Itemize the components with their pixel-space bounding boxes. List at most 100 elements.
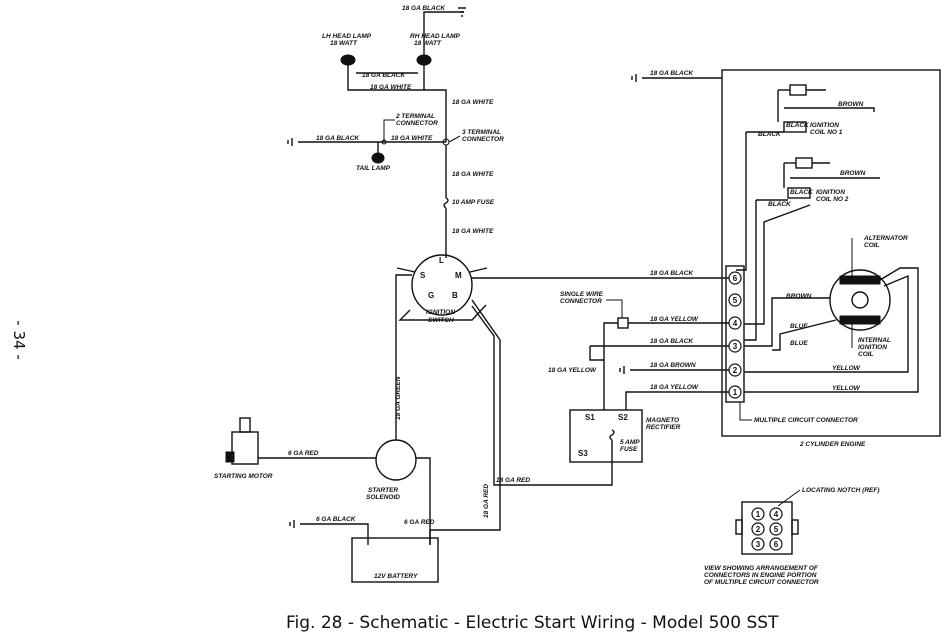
engine-box: 18 GA BLACK 2 CYLINDER ENGINE bbox=[631, 69, 941, 448]
connector-pin-label-4: 4 bbox=[733, 319, 738, 328]
fuse-line: 18 GA WHITE 10 AMP FUSE 18 GA WHITE bbox=[443, 145, 495, 258]
wire-label-top-black: 18 GA BLACK bbox=[402, 5, 446, 12]
multiple-circuit-connector-label: MULTIPLE CIRCUIT CONNECTOR bbox=[754, 417, 858, 424]
fuse-5-amp-label-2: FUSE bbox=[620, 446, 638, 453]
plug-pin-label-6: 6 bbox=[774, 540, 779, 549]
plug-pin-label-1: 1 bbox=[756, 510, 761, 519]
plug-pin-label-4: 4 bbox=[774, 510, 779, 519]
locating-notch-label: LOCATING NOTCH (REF) bbox=[802, 487, 880, 494]
connector-wires: 18 GA BLACK 18 GA BROWN 18 GA YELLOW bbox=[589, 338, 736, 410]
wire-label-yellow-left: 18 GA YELLOW bbox=[548, 367, 597, 374]
switch-terminal-m: M bbox=[455, 271, 462, 280]
connector-pin-5 bbox=[728, 293, 742, 307]
tail-lamp-icon bbox=[371, 152, 385, 164]
starter-solenoid-label: STARTER bbox=[368, 487, 398, 494]
page-number: - 34 - bbox=[10, 320, 28, 359]
rh-head-lamp-label: RH HEAD LAMP bbox=[410, 33, 460, 40]
wire-label-yellow-a: YELLOW bbox=[832, 365, 861, 372]
connector-pin-label-1: 1 bbox=[733, 388, 738, 397]
starter-solenoid-label-2: SOLENOID bbox=[366, 494, 400, 501]
internal-coil-label-2: IGNITION bbox=[858, 344, 887, 351]
plug-pin-5 bbox=[769, 522, 783, 536]
rh-head-lamp-icon bbox=[416, 54, 432, 66]
connector-pin-2 bbox=[728, 363, 742, 377]
battery: 6 GA BLACK 12V BATTERY bbox=[289, 516, 439, 583]
wire-label-brown-2: 18 GA BROWN bbox=[650, 362, 696, 369]
wire-label-black-6: 18 GA BLACK bbox=[650, 270, 694, 277]
wire-label-black-a2: BLACK bbox=[758, 131, 782, 138]
wire-label-red-6: 6 GA RED bbox=[288, 450, 319, 457]
connector-pin-label-5: 5 bbox=[733, 296, 738, 305]
starting-motor-label: STARTING MOTOR bbox=[214, 473, 273, 480]
wire-label-white-3: 18 GA WHITE bbox=[452, 228, 494, 235]
wire-label-engine-black: 18 GA BLACK bbox=[650, 70, 694, 77]
wire-label-tail-black: 18 GA BLACK bbox=[316, 135, 360, 142]
plug-pin-label-3: 3 bbox=[756, 540, 761, 549]
coil-2-label: IGNITION bbox=[816, 189, 845, 196]
rectifier-label: RECTIFIER bbox=[646, 424, 681, 431]
wire-label-blue-b: BLUE bbox=[790, 340, 808, 347]
starter-circuit: STARTING MOTOR 6 GA RED STARTER SOLENOID… bbox=[214, 417, 435, 545]
view-label-1: VIEW SHOWING ARRANGEMENT OF bbox=[704, 565, 819, 572]
view-label-3: OF MULTIPLE CIRCUIT CONNECTOR bbox=[704, 579, 819, 586]
switch-terminal-l: L bbox=[439, 256, 444, 265]
rectifier-s2: S2 bbox=[618, 413, 628, 422]
wire-label-white-2: 18 GA WHITE bbox=[452, 171, 494, 178]
alternator-assembly: ALTERNATOR COIL BROWN BLUE BLUE INTERNAL… bbox=[744, 235, 919, 393]
plug-pin-2 bbox=[751, 522, 765, 536]
connector-pin-4 bbox=[728, 316, 742, 330]
rh-head-lamp-watt: 18 WATT bbox=[414, 40, 442, 47]
plug-pin-3 bbox=[751, 537, 765, 551]
plug-pins: 1 4 2 5 3 6 bbox=[751, 507, 783, 551]
lh-head-lamp-watt: 18 WATT bbox=[330, 40, 358, 47]
connector-pin-1 bbox=[728, 385, 742, 399]
wire-label-lamp-white: 18 GA WHITE bbox=[370, 84, 412, 91]
plug-pin-label-2: 2 bbox=[756, 525, 761, 534]
two-terminal-label: 2 TERMINAL bbox=[395, 113, 435, 120]
fuse-10-amp-label: 10 AMP FUSE bbox=[452, 199, 495, 206]
connector-pin-label-2: 2 bbox=[733, 366, 738, 375]
connector-pin-label-3: 3 bbox=[733, 342, 738, 351]
wire-label-brown-b: BROWN bbox=[840, 170, 866, 177]
single-wire-connector-label: CONNECTOR bbox=[560, 298, 602, 305]
magneto-rectifier: S1 S2 S3 MAGNETO RECTIFIER 5 AMP FUSE bbox=[569, 409, 681, 463]
ignition-switch-label: IGNITION bbox=[426, 309, 455, 316]
wire-label-black-3: 18 GA BLACK bbox=[650, 338, 694, 345]
internal-coil-label: INTERNAL bbox=[858, 337, 891, 344]
alternator-coil-label-2: COIL bbox=[864, 242, 880, 249]
wire-label-brown-a: BROWN bbox=[838, 101, 864, 108]
coil-1-label: IGNITION bbox=[810, 122, 839, 129]
figure-caption: Fig. 28 - Schematic - Electric Start Wir… bbox=[286, 613, 779, 633]
wire-label-black-a: BLACK bbox=[786, 122, 810, 129]
single-wire-connector: SINGLE WIRE CONNECTOR 18 GA YELLOW 18 GA… bbox=[548, 291, 736, 410]
wire-label-white-1: 18 GA WHITE bbox=[452, 99, 494, 106]
fuse-5-amp-label: 5 AMP bbox=[620, 439, 640, 446]
wire-label-black-b2: BLACK bbox=[768, 201, 792, 208]
wire-label-tail-white: 18 GA WHITE bbox=[391, 135, 433, 142]
switch-terminal-s: S bbox=[420, 271, 426, 280]
single-wire-label: SINGLE WIRE bbox=[560, 291, 604, 298]
ignition-coils: BROWN BLACK BLACK IGNITION COIL NO 1 BRO… bbox=[736, 84, 880, 341]
lh-head-lamp-label: LH HEAD LAMP bbox=[322, 33, 372, 40]
plug-pin-1 bbox=[751, 507, 765, 521]
wire-label-red-6b: 6 GA RED bbox=[404, 519, 435, 526]
three-terminal-label: 3 TERMINAL bbox=[462, 129, 501, 136]
switch-terminal-g: G bbox=[428, 291, 434, 300]
wire-label-yellow-b: YELLOW bbox=[832, 385, 861, 392]
magneto-label: MAGNETO bbox=[646, 417, 679, 424]
two-terminal-connector-label: CONNECTOR bbox=[396, 120, 438, 127]
plug-view: 1 4 2 5 3 6 LOCATING NOTCH (REF) VIEW SHOWING… bbox=[704, 487, 880, 586]
plug-pin-label-5: 5 bbox=[774, 525, 779, 534]
wire-label-lamp-black: 18 GA BLACK bbox=[362, 72, 406, 79]
starting-motor-icon bbox=[231, 431, 259, 465]
wire-label-brown-c: BROWN bbox=[786, 293, 812, 300]
plug-pin-4 bbox=[769, 507, 783, 521]
head-lamps: 18 GA BLACK LH HEAD LAMP 18 WATT RH HEAD… bbox=[322, 5, 494, 142]
starter-solenoid-icon bbox=[375, 439, 417, 481]
wire-label-blue-a: BLUE bbox=[790, 323, 808, 330]
ignition-switch: L S M G B IGNITION SWITCH bbox=[396, 254, 488, 324]
three-terminal-connector-label: CONNECTOR bbox=[462, 136, 504, 143]
ignition-switch-label-2: SWITCH bbox=[428, 317, 454, 324]
connector-pin-label-6: 6 bbox=[733, 274, 738, 283]
